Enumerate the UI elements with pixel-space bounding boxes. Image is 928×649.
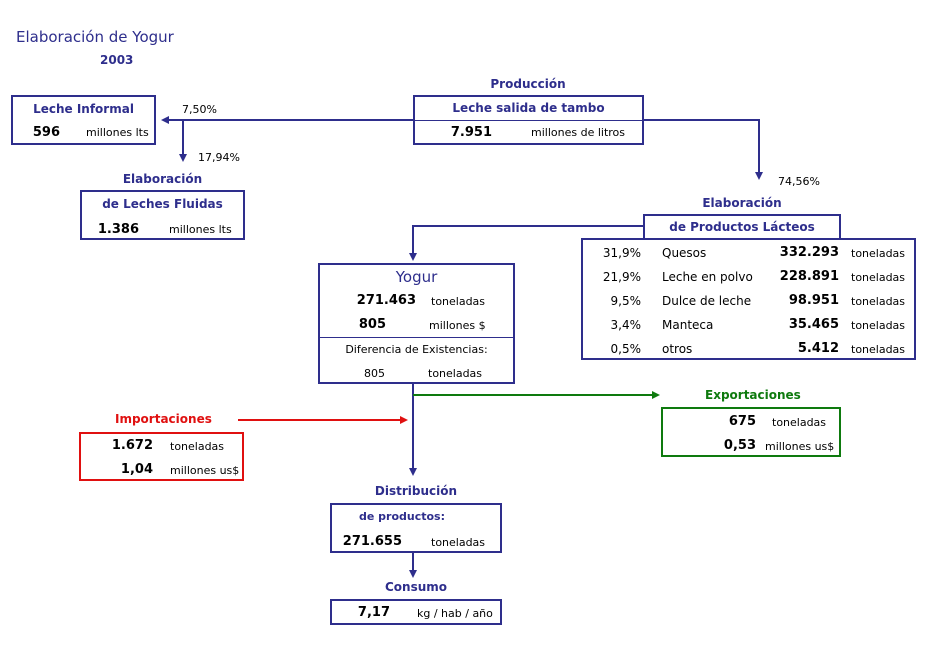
arrow-to-productos-lacteos [643,119,763,180]
leches-fluidas-heading: Elaboración [122,172,203,186]
leche-informal-value: 596 [32,125,60,140]
productos-lacteos-table: 31,9% Quesos 332.293 toneladas 21,9% Lec… [581,238,916,360]
page-title: Elaboración de Yogur [16,28,174,46]
importaciones-unit-2: millones us$ [170,464,240,477]
leche-informal-box: Leche Informal 596 millones lts [11,95,156,145]
consumo-box: 7,17 kg / hab / año [330,599,502,625]
consumo-heading: Consumo [384,580,448,594]
produccion-box: Leche salida de tambo 7.951 millones de … [413,95,644,145]
yogur-diff-unit: toneladas [428,367,483,380]
distribucion-unit: toneladas [431,536,486,549]
lacteos-row-pct: 0,5% [610,342,642,356]
lacteos-row-pct: 21,9% [602,270,641,284]
leches-fluidas-pct: 17,94% [198,151,240,164]
page-year: 2003 [100,53,134,67]
yogur-unit-2: millones $ [429,319,486,332]
yogur-diff-value: 805 [364,367,385,380]
lacteos-row-unit: toneladas [851,343,906,356]
lacteos-row: 3,4% Manteca 35.465 toneladas [583,317,914,337]
produccion-divider [415,120,642,121]
exportaciones-unit-1: toneladas [772,416,827,429]
consumo-unit: kg / hab / año [417,607,493,620]
lacteos-row: 9,5% Dulce de leche 98.951 toneladas [583,293,914,313]
yogur-diff-label: Diferencia de Existencias: [345,343,488,356]
lacteos-row-name: otros [662,342,693,356]
lacteos-row-name: Quesos [662,246,707,260]
lacteos-row: 31,9% Quesos 332.293 toneladas [583,245,914,265]
lacteos-row-unit: toneladas [851,247,906,260]
exportaciones-unit-2: millones us$ [765,440,835,453]
importaciones-value-2: 1,04 [120,462,153,477]
leches-fluidas-unit: millones lts [169,223,232,236]
leches-fluidas-value: 1.386 [97,222,139,237]
productos-lacteos-label: de Productos Lácteos [669,220,815,234]
lacteos-row-unit: toneladas [851,271,906,284]
lacteos-row-name: Dulce de leche [662,294,752,308]
lacteos-row-value: 228.891 [779,269,839,284]
importaciones-box: 1.672 toneladas 1,04 millones us$ [79,432,244,481]
lacteos-row-pct: 3,4% [610,318,642,332]
distribucion-box: de productos: 271.655 toneladas [330,503,502,553]
importaciones-heading: Importaciones [115,412,212,426]
lacteos-row-value: 98.951 [788,293,839,308]
distribucion-label: de productos: [358,510,445,523]
leches-fluidas-box: de Leches Fluidas 1.386 millones lts [80,190,245,240]
yogur-label: Yogur [395,268,438,286]
leche-informal-label: Leche Informal [33,102,134,116]
consumo-value: 7,17 [357,605,390,620]
productos-lacteos-heading: Elaboración [702,196,782,210]
leches-fluidas-label: de Leches Fluidas [102,197,223,211]
lacteos-row-name: Leche en polvo [662,270,753,284]
produccion-value: 7.951 [450,125,492,140]
lacteos-row-value: 332.293 [779,245,839,260]
distribucion-value: 271.655 [342,534,402,549]
lacteos-row: 0,5% otros 5.412 toneladas [583,341,914,361]
leche-informal-pct: 7,50% [182,103,217,116]
productos-lacteos-title-box: de Productos Lácteos [643,214,841,240]
exportaciones-value-2: 0,53 [723,438,756,453]
lacteos-row-pct: 31,9% [602,246,641,260]
productos-lacteos-pct: 74,56% [778,175,820,188]
exportaciones-heading: Exportaciones [705,388,801,402]
produccion-heading: Producción [490,77,566,91]
lacteos-row-name: Manteca [662,318,714,332]
lacteos-row-unit: toneladas [851,319,906,332]
lacteos-row-value: 35.465 [788,317,839,332]
lacteos-row-unit: toneladas [851,295,906,308]
importaciones-unit-1: toneladas [170,440,225,453]
produccion-unit: millones de litros [531,126,625,139]
lacteos-row-pct: 9,5% [610,294,642,308]
produccion-label: Leche salida de tambo [452,101,605,115]
leche-informal-unit: millones lts [86,126,149,139]
lacteos-row-value: 5.412 [797,341,839,356]
arrow-to-yogur [409,225,643,261]
yogur-value-1: 271.463 [356,293,416,308]
yogur-box: Yogur 271.463 toneladas 805 millones $ D… [318,263,515,384]
lacteos-row: 21,9% Leche en polvo 228.891 toneladas [583,269,914,289]
yogur-unit-1: toneladas [431,295,486,308]
exportaciones-value-1: 675 [728,414,756,429]
yogur-divider [320,337,513,338]
yogur-value-2: 805 [358,317,386,332]
importaciones-value-1: 1.672 [111,438,153,453]
exportaciones-box: 675 toneladas 0,53 millones us$ [661,407,841,457]
distribucion-heading: Distribución [374,484,458,498]
